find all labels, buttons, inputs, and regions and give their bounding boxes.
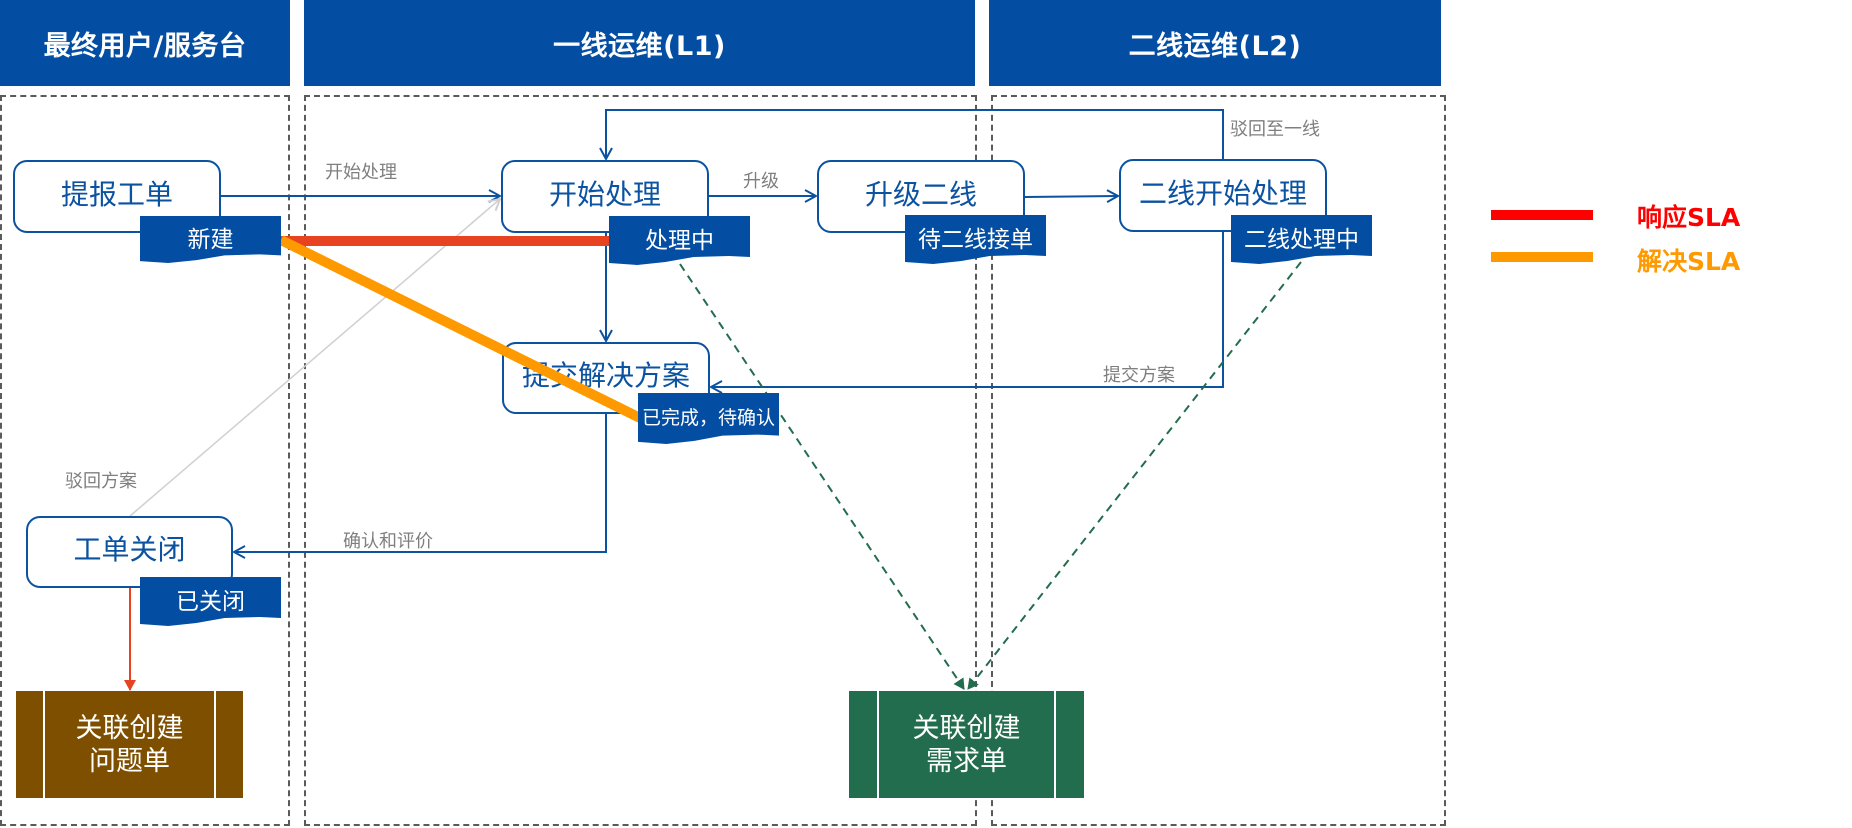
legend-resolve-sla-swatch [1491,252,1593,262]
lane-header-l1: 一线运维(L1) [304,0,975,86]
status-tag-l2-processing: 二线处理中 [1231,215,1372,264]
flow-label-escalate: 升级 [743,171,779,192]
legend-response-sla-label: 响应SLA [1637,203,1741,232]
status-tag-processing: 处理中 [609,216,750,265]
status-text: 已关闭 [176,589,245,615]
dashed-link-l1-to-requirement [679,263,965,690]
subprocess-bar [877,691,879,798]
node-label: 提报工单 [60,177,173,211]
flow-label-confirm-evaluate: 确认和评价 [343,531,433,552]
lane-title: 一线运维(L1) [553,30,726,62]
lane-box-l1 [304,95,977,826]
node-close-ticket[interactable]: 工单关闭 [26,516,233,588]
lane-box-l2 [991,95,1446,826]
subprocess-bar [1054,691,1056,798]
arrow-reject-to-l1 [606,109,1224,159]
flow-label-start-processing: 开始处理 [325,162,397,183]
node-label: 二线开始处理 [1138,176,1307,210]
dashed-link-l2-to-requirement [967,261,1302,690]
lane-header-l2: 二线运维(L2) [989,0,1441,86]
subprocess-create-requirement[interactable]: 关联创建需求单 [849,691,1084,798]
lane-header-end-user: 最终用户/服务台 [0,0,290,86]
node-label: 开始处理 [548,177,661,211]
subprocess-label: 关联创建需求单 [912,712,1021,777]
subprocess-bar [43,691,45,798]
arrow-confirm-evaluate [234,414,607,552]
node-l2-start-processing[interactable]: 二线开始处理 [1119,159,1327,232]
flow-label-submit-plan: 提交方案 [1103,365,1175,386]
legend-response-sla-swatch [1491,210,1593,220]
arrow-escalate-to-l2 [1024,196,1118,197]
status-text: 待二线接单 [918,227,1033,253]
lane-title: 最终用户/服务台 [43,30,247,62]
subprocess-bar [214,691,216,798]
flow-label-reject-to-l1: 驳回至一线 [1230,119,1320,140]
status-text: 二线处理中 [1244,227,1359,253]
status-text: 已完成，待确认 [641,406,775,429]
status-text: 新建 [187,227,234,253]
node-label: 升级二线 [864,177,977,211]
lane-title: 二线运维(L2) [1128,30,1302,62]
legend-resolve-sla-label: 解决SLA [1637,247,1741,276]
status-tag-closed: 已关闭 [140,577,281,626]
arrow-reject-solution [129,199,500,517]
resolve-sla-line [278,235,643,423]
status-tag-awaiting-l2: 待二线接单 [905,215,1046,264]
status-text: 处理中 [645,228,714,254]
flow-label-reject-solution: 驳回方案 [65,471,137,492]
arrow-l2-submit-plan [711,232,1224,387]
node-submit-ticket[interactable]: 提报工单 [13,160,221,233]
subprocess-create-problem[interactable]: 关联创建问题单 [16,691,243,798]
lane-box-end-user [0,95,290,826]
subprocess-label: 关联创建问题单 [75,712,184,777]
node-label: 工单关闭 [73,533,186,566]
